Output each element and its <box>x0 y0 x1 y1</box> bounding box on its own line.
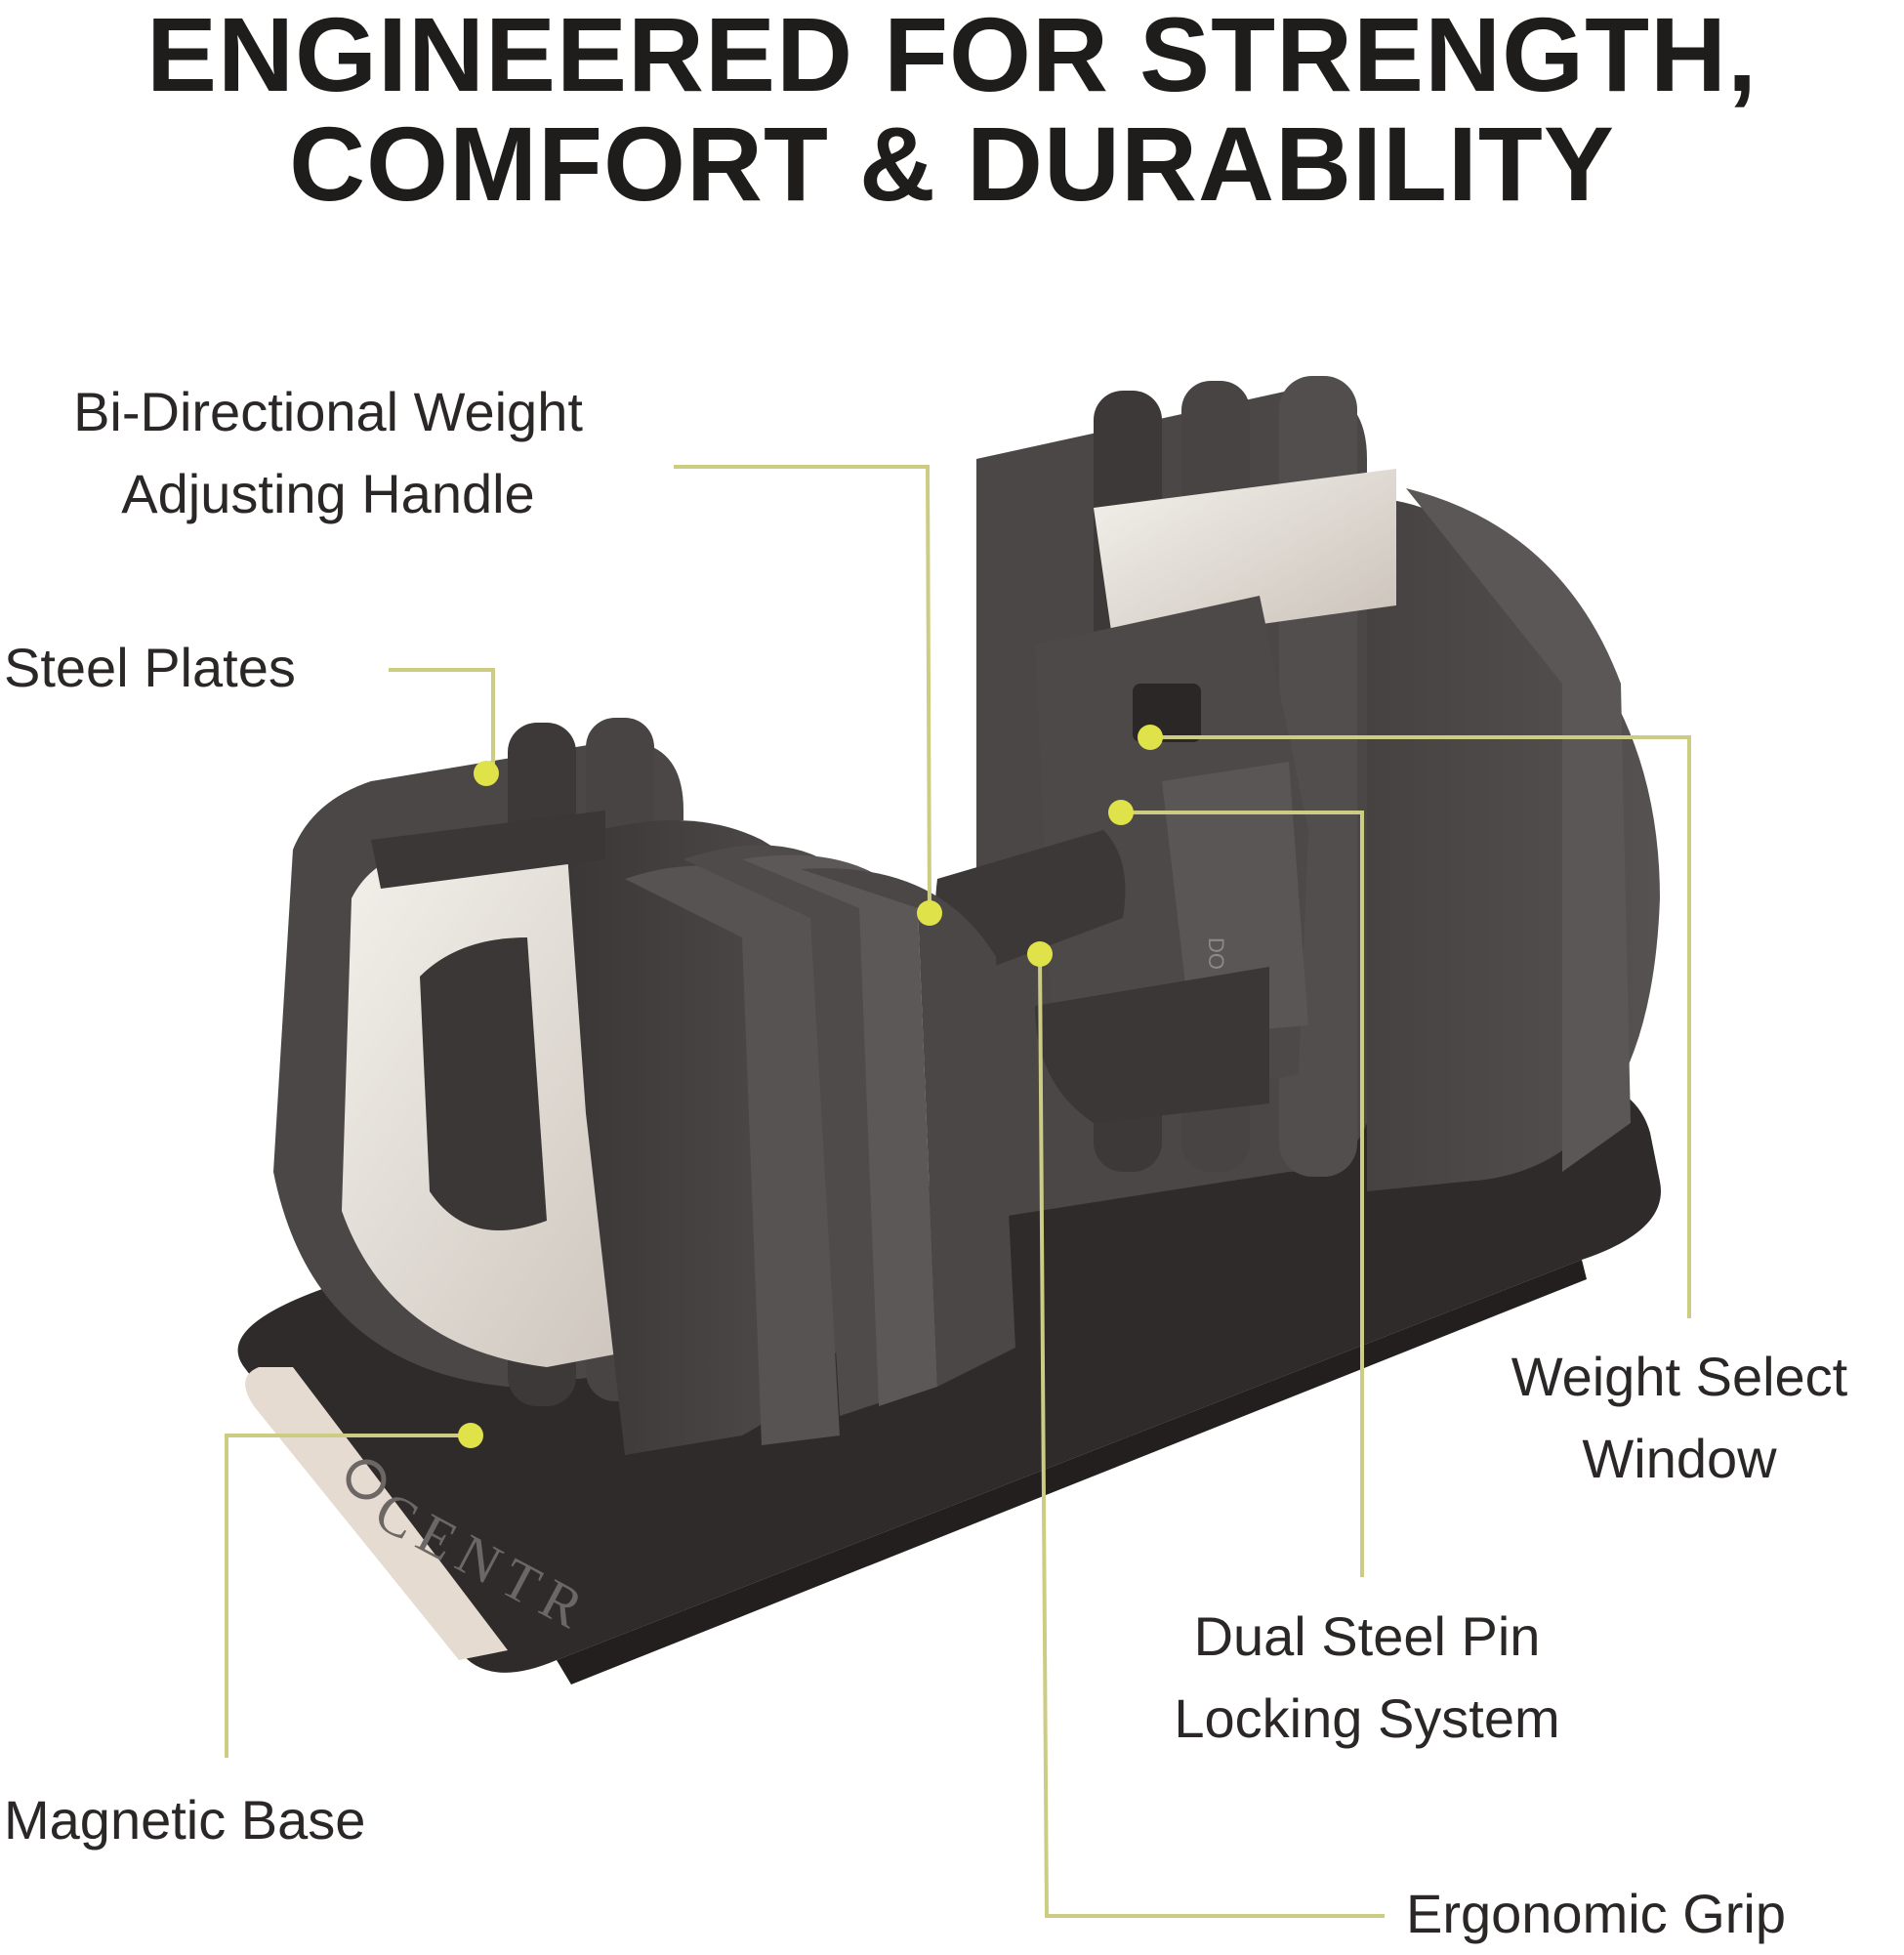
callout-plates-line-1: Steel Plates <box>4 637 296 698</box>
dot-grip <box>1027 941 1053 967</box>
leader-window <box>1150 735 1691 1318</box>
callout-base-line-1: Magnetic Base <box>4 1789 366 1851</box>
page-title: ENGINEERED FOR STRENGTH, COMFORT & DURAB… <box>0 0 1904 219</box>
leader-pins <box>1121 811 1364 1577</box>
callout-plates: Steel Plates <box>4 627 296 709</box>
callout-base: Magnetic Base <box>4 1779 365 1861</box>
leader-base <box>225 1434 471 1758</box>
dot-pins <box>1108 800 1134 825</box>
front-plate-stack <box>273 718 1015 1455</box>
callout-grip-line-1: Ergonomic Grip <box>1406 1883 1787 1944</box>
dot-plates <box>474 761 499 786</box>
callout-dots <box>458 725 1163 1448</box>
callout-grip: Ergonomic Grip <box>1406 1873 1786 1955</box>
centr-logo-icon <box>346 1459 387 1500</box>
callout-pins: Dual Steel Pin Locking System <box>1113 1596 1621 1760</box>
callout-handle: Bi-Directional Weight Adjusting Handle <box>0 371 656 535</box>
callout-handle-line-1: Bi-Directional Weight <box>73 381 583 442</box>
leader-plates <box>389 668 495 771</box>
dot-window <box>1138 725 1163 750</box>
title-line-2: COMFORT & DURABILITY <box>289 104 1615 223</box>
title-line-1: ENGINEERED FOR STRENGTH, <box>145 0 1759 113</box>
leader-lines <box>225 465 1691 1918</box>
callout-handle-line-2: Adjusting Handle <box>121 463 535 524</box>
callout-window-line-2: Window <box>1582 1428 1777 1489</box>
dot-handle <box>917 900 942 926</box>
callout-window: Weight Select Window <box>1455 1336 1904 1500</box>
dot-base <box>458 1423 483 1448</box>
callout-pins-line-2: Locking System <box>1174 1687 1560 1749</box>
callout-window-line-1: Weight Select <box>1511 1346 1848 1407</box>
leader-grip <box>1038 953 1385 1918</box>
callout-pins-line-1: Dual Steel Pin <box>1193 1605 1541 1667</box>
leader-handle <box>674 465 931 914</box>
